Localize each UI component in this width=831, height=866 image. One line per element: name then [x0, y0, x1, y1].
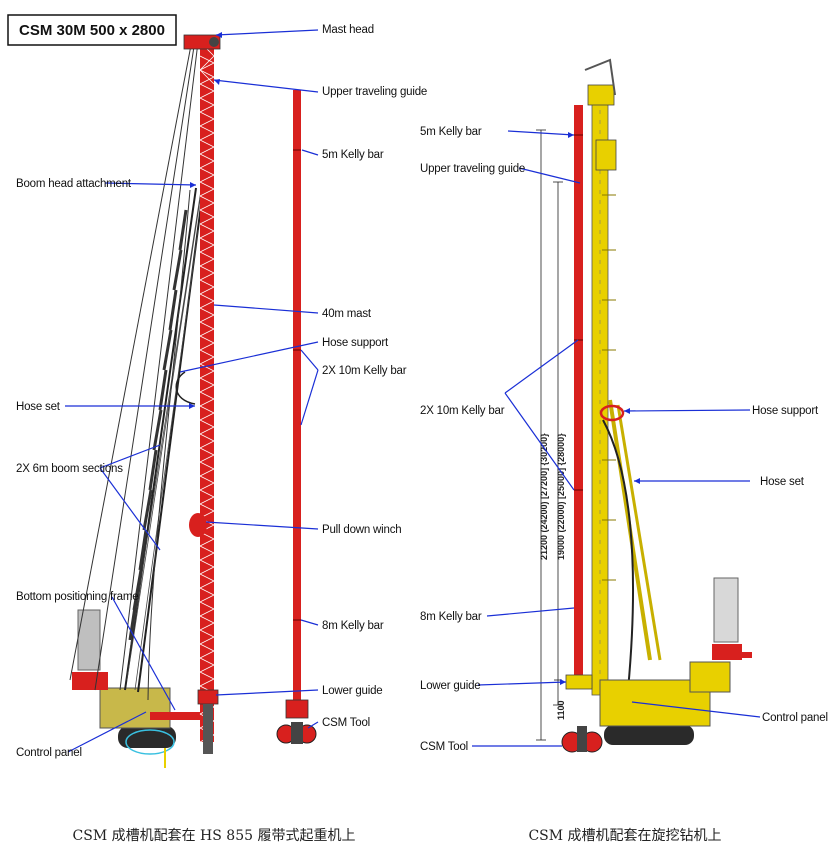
lower-guide-box	[197, 689, 219, 705]
control-panel-mark	[125, 729, 175, 755]
label-control-panel-right: Control panel	[762, 712, 828, 724]
label-upper-traveling-guide-right: Upper traveling guide	[420, 163, 525, 175]
mast-backstay-2	[616, 404, 662, 661]
crane-boom	[124, 187, 204, 693]
label-mast-40m: 40m mast	[322, 308, 372, 320]
label-boom-head-attachment: Boom head attachment	[16, 178, 132, 190]
hose-set-line	[602, 419, 635, 691]
label-lower-guide-left: Lower guide	[322, 685, 382, 697]
label-bottom-positioning-frame: Bottom positioning frame	[16, 591, 138, 603]
label-csm-tool-right: CSM Tool	[420, 741, 468, 753]
label-hose-support-right: Hose support	[752, 405, 819, 417]
diagram-title: CSM 30M 500 x 2800	[19, 22, 165, 39]
label-kelly-2x10m-right: 2X 10m Kelly bar	[420, 405, 505, 417]
label-kelly-8m-left: 8m Kelly bar	[322, 620, 384, 632]
lower-guide-right	[565, 674, 593, 690]
label-hose-set-right: Hose set	[760, 476, 805, 488]
caption-right: CSM 成槽机配套在旋挖钻机上	[528, 828, 721, 844]
kelly-bar-right	[574, 105, 583, 675]
label-kelly-8m-right: 8m Kelly bar	[420, 611, 482, 623]
suspension-lines	[69, 39, 199, 701]
dimension-small: 1100	[556, 700, 566, 720]
label-upper-traveling-guide-left: Upper traveling guide	[322, 86, 427, 98]
dimension-bottom: 19000 (22000) [25000] {28000}	[556, 433, 566, 560]
kelly-bar-left	[285, 90, 309, 719]
positioning-frame	[150, 712, 205, 720]
mast-foot	[203, 704, 213, 754]
label-hose-set-left: Hose set	[16, 401, 61, 413]
csm-tool-right	[561, 726, 603, 753]
label-pull-down-winch: Pull down winch	[322, 524, 401, 536]
pull-down-winch	[189, 513, 207, 537]
csm-tool-left	[276, 722, 317, 744]
leaders-left	[65, 29, 319, 753]
dimension-top: 21200 (24200) [27200] {30200}	[539, 433, 549, 560]
label-mast-head: Mast head	[322, 24, 374, 36]
arrowheads-left	[189, 32, 222, 409]
label-lower-guide-right: Lower guide	[420, 680, 480, 692]
label-boom-sections: 2X 6m boom sections	[16, 463, 123, 475]
label-control-panel-left: Control panel	[16, 747, 82, 759]
mast-segments	[602, 194, 616, 581]
drill-rig-mast	[584, 58, 617, 696]
hose-support-ring	[599, 404, 625, 422]
title-box	[7, 14, 177, 46]
label-kelly-5m-left: 5m Kelly bar	[322, 149, 384, 161]
counterweight	[72, 672, 108, 690]
mast-40m	[199, 41, 215, 743]
label-kelly-2x10m-left: 2X 10m Kelly bar	[322, 365, 407, 377]
leaders-right	[472, 130, 761, 747]
arrowheads-right	[560, 132, 640, 685]
drill-rig-body	[599, 577, 752, 745]
dimension-lines	[536, 129, 563, 741]
mast-head-sheave	[209, 37, 219, 47]
crane-body	[99, 687, 171, 729]
caption-left: CSM 成槽机配套在 HS 855 履带式起重机上	[73, 828, 356, 844]
label-hose-support-left: Hose support	[322, 337, 389, 349]
label-csm-tool-left: CSM Tool	[322, 717, 370, 729]
hose-set-loop	[175, 371, 196, 405]
label-kelly-5m-right: 5m Kelly bar	[420, 126, 482, 138]
